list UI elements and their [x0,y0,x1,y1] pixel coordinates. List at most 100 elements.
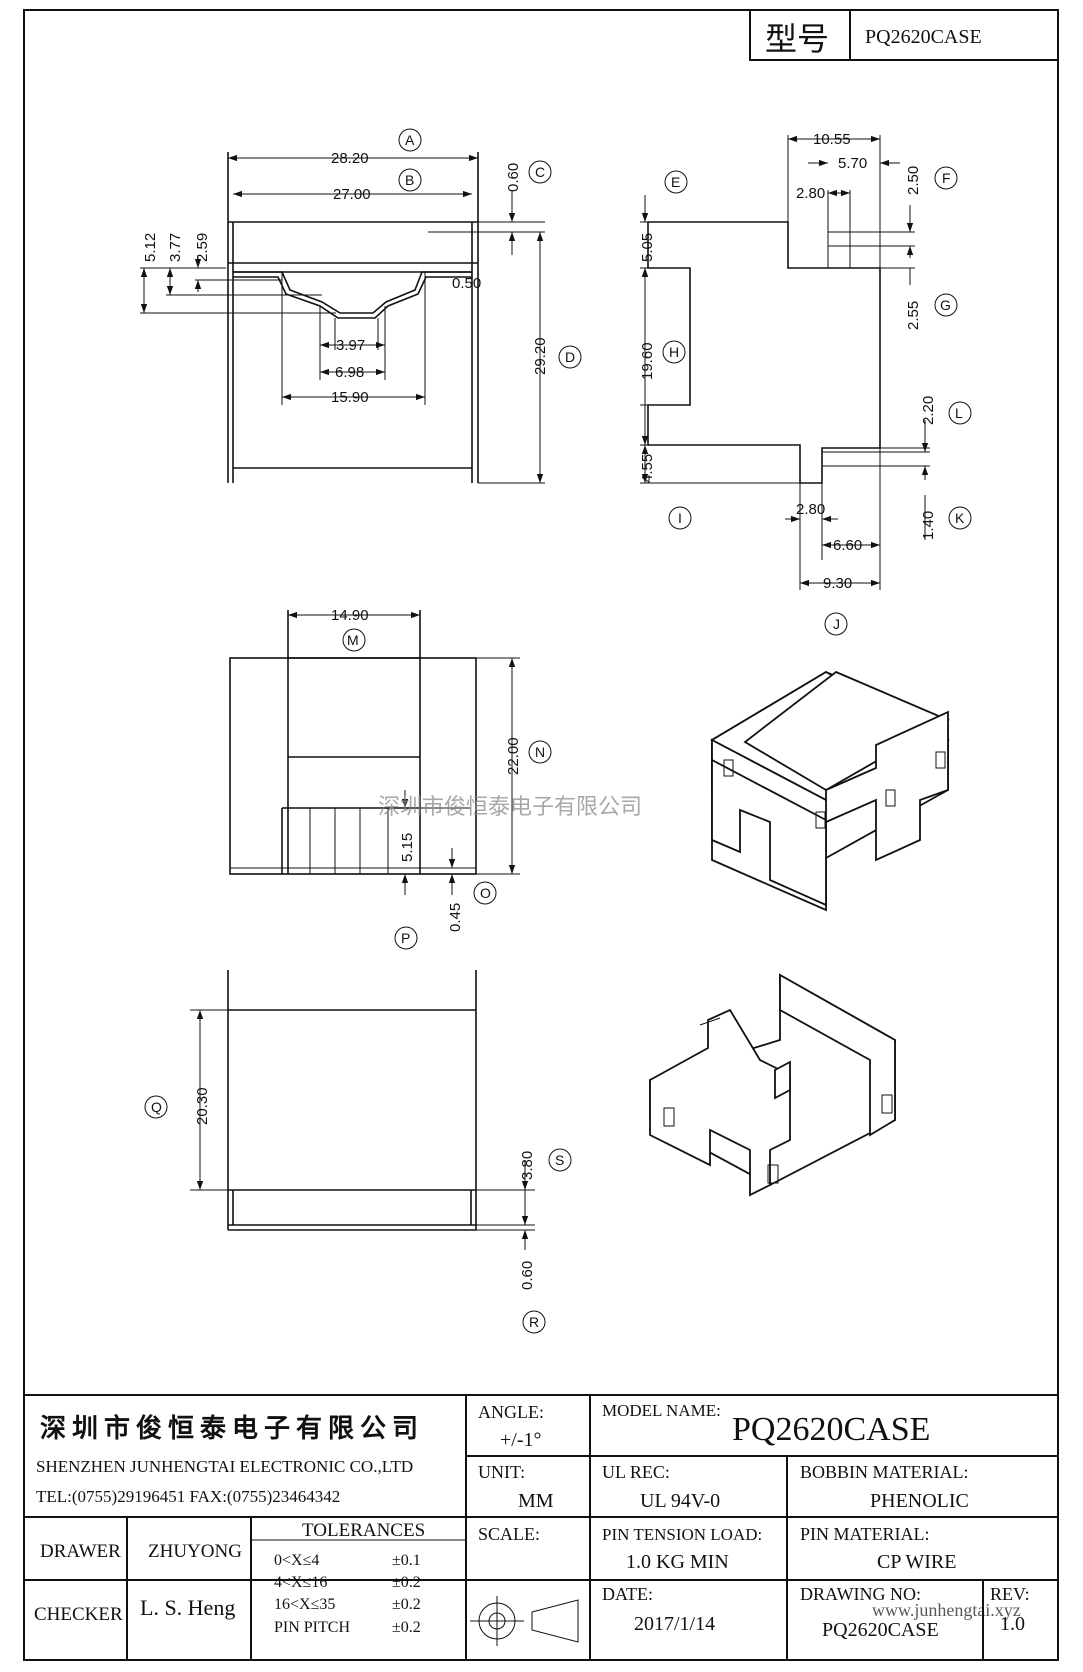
tol-value-0: ±0.1 [392,1552,421,1569]
dim-c-0: 14.90 [331,607,369,624]
drawing-no-label: DRAWING NO: [800,1584,921,1604]
callout-s: S [555,1152,564,1168]
ul-value: UL 94V-0 [640,1490,720,1512]
dim-b-11: 6.60 [833,537,862,554]
view-c-dimensions: 14.90 22.00 5.15 0.45 [288,607,522,932]
bobbin-value: PHENOLIC [870,1490,969,1512]
site-watermark: www.junhengtai.xyz [872,1600,1021,1620]
sheet-border [23,9,1059,1661]
header-label: 型号 [765,21,829,57]
tol-range-0: 0<X≤4 [274,1552,319,1569]
ul-label: UL REC: [602,1462,670,1482]
callout-c: C [535,164,545,180]
callout-g: G [940,297,951,313]
angle-label: ANGLE: [478,1402,544,1422]
tol-value-1: ±0.2 [392,1574,421,1591]
dim-c-1: 22.00 [505,737,522,775]
dim-b-12: 9.30 [823,575,852,592]
tolerances-label: TOLERANCES [302,1520,425,1541]
dim-a-1: 27.00 [333,186,371,203]
dim-b-4: 5.05 [639,233,656,262]
pin-material-label: PIN MATERIAL: [800,1524,930,1544]
view-a-front [140,152,545,484]
dim-a-2: 0.60 [505,163,522,192]
pin-tension-label: PIN TENSION LOAD: [602,1525,762,1544]
view-d-dimensions: 20.30 3.80 0.60 [194,1010,536,1290]
dim-d-2: 0.60 [519,1261,536,1290]
dim-b-8: 4.55 [639,454,656,483]
callout-l: L [955,405,963,421]
callout-e: E [671,174,680,190]
bobbin-label: BOBBIN MATERIAL: [800,1462,969,1482]
projection-symbol [470,1596,579,1646]
dim-b-10: 1.40 [920,511,937,540]
rev-value: 1.0 [1000,1613,1025,1635]
dim-a-7: 0.50 [452,275,481,292]
dim-b-9: 2.80 [796,501,825,518]
callout-n: N [535,744,545,760]
callout-o: O [480,885,491,901]
view-d-callouts: Q R S [144,1095,572,1334]
view-c-side [229,610,520,875]
pin-tension-value: 1.0 KG MIN [626,1551,729,1573]
tol-value-3: ±0.2 [392,1619,421,1636]
company-tel-fax: TEL:(0755)29196451 FAX:(0755)23464342 [36,1487,340,1506]
dim-b-1: 5.70 [838,155,867,172]
rev-label: REV: [990,1584,1030,1604]
watermark: 深圳市俊恒泰电子有限公司 [378,795,642,820]
scale-label: SCALE: [478,1524,540,1544]
callout-r: R [529,1314,539,1330]
callout-p: P [401,930,410,946]
callout-b: B [405,172,414,188]
view-a-dimensions: 28.20 27.00 0.60 29.20 5.12 3.77 2.59 0.… [140,150,549,483]
callout-j: J [833,616,840,632]
drawer-label: DRAWER [40,1541,121,1562]
tol-range-2: 16<X≤35 [274,1596,335,1613]
callout-i: I [678,510,682,526]
view-b-dimensions: 10.55 5.70 2.80 2.50 5.05 2.55 19.60 2.2… [639,131,937,592]
view-a-callouts: A B C D [398,128,582,369]
dim-a-5: 3.77 [167,233,184,262]
pin-material-value: CP WIRE [877,1551,956,1573]
dim-a-4: 5.12 [142,233,159,262]
date-value: 2017/1/14 [634,1613,715,1635]
callout-m: M [347,632,359,648]
dim-a-8: 3.97 [336,337,365,354]
dim-b-5: 2.55 [905,301,922,330]
dim-d-1: 3.80 [519,1151,536,1180]
drawer-value: ZHUYONG [148,1541,242,1562]
model-name-label: MODEL NAME: [602,1401,721,1420]
title-block: 深圳市俊恒泰电子有限公司 SHENZHEN JUNHENGTAI ELECTRO… [24,1394,1058,1660]
model-name-value: PQ2620CASE [732,1411,930,1448]
dim-b-7: 2.20 [920,396,937,425]
dim-a-0: 28.20 [331,150,369,167]
callout-h: H [669,344,679,360]
checker-label: CHECKER [34,1604,123,1625]
dim-c-3: 0.45 [447,903,464,932]
dim-b-6: 19.60 [639,342,656,380]
callout-f: F [942,170,951,186]
company-name-cn: 深圳市俊恒泰电子有限公司 [40,1413,424,1443]
dim-c-2: 5.15 [399,833,416,862]
company-name-en: SHENZHEN JUNHENGTAI ELECTRONIC CO.,LTD [36,1457,413,1476]
dim-b-0: 10.55 [813,131,851,148]
header-model: PQ2620CASE [865,26,982,48]
tol-value-2: ±0.2 [392,1596,421,1613]
iso-view-lower [649,973,896,1197]
callout-a: A [405,132,415,148]
tol-range-1: 4<X≤16 [274,1574,327,1591]
callout-k: K [955,510,965,526]
dim-a-10: 15.90 [331,389,369,406]
view-b-top [640,135,930,590]
view-c-callouts: M N O P [342,628,552,950]
angle-value: +/-1° [500,1429,542,1451]
dim-a-3: 29.20 [532,337,549,375]
iso-view-upper [710,670,951,912]
dim-b-2: 2.80 [796,185,825,202]
view-d-bottom [190,970,535,1231]
callout-d: D [565,349,575,365]
unit-label: UNIT: [478,1462,525,1482]
checker-value: L. S. Heng [140,1595,235,1620]
unit-value: MM [518,1490,554,1512]
